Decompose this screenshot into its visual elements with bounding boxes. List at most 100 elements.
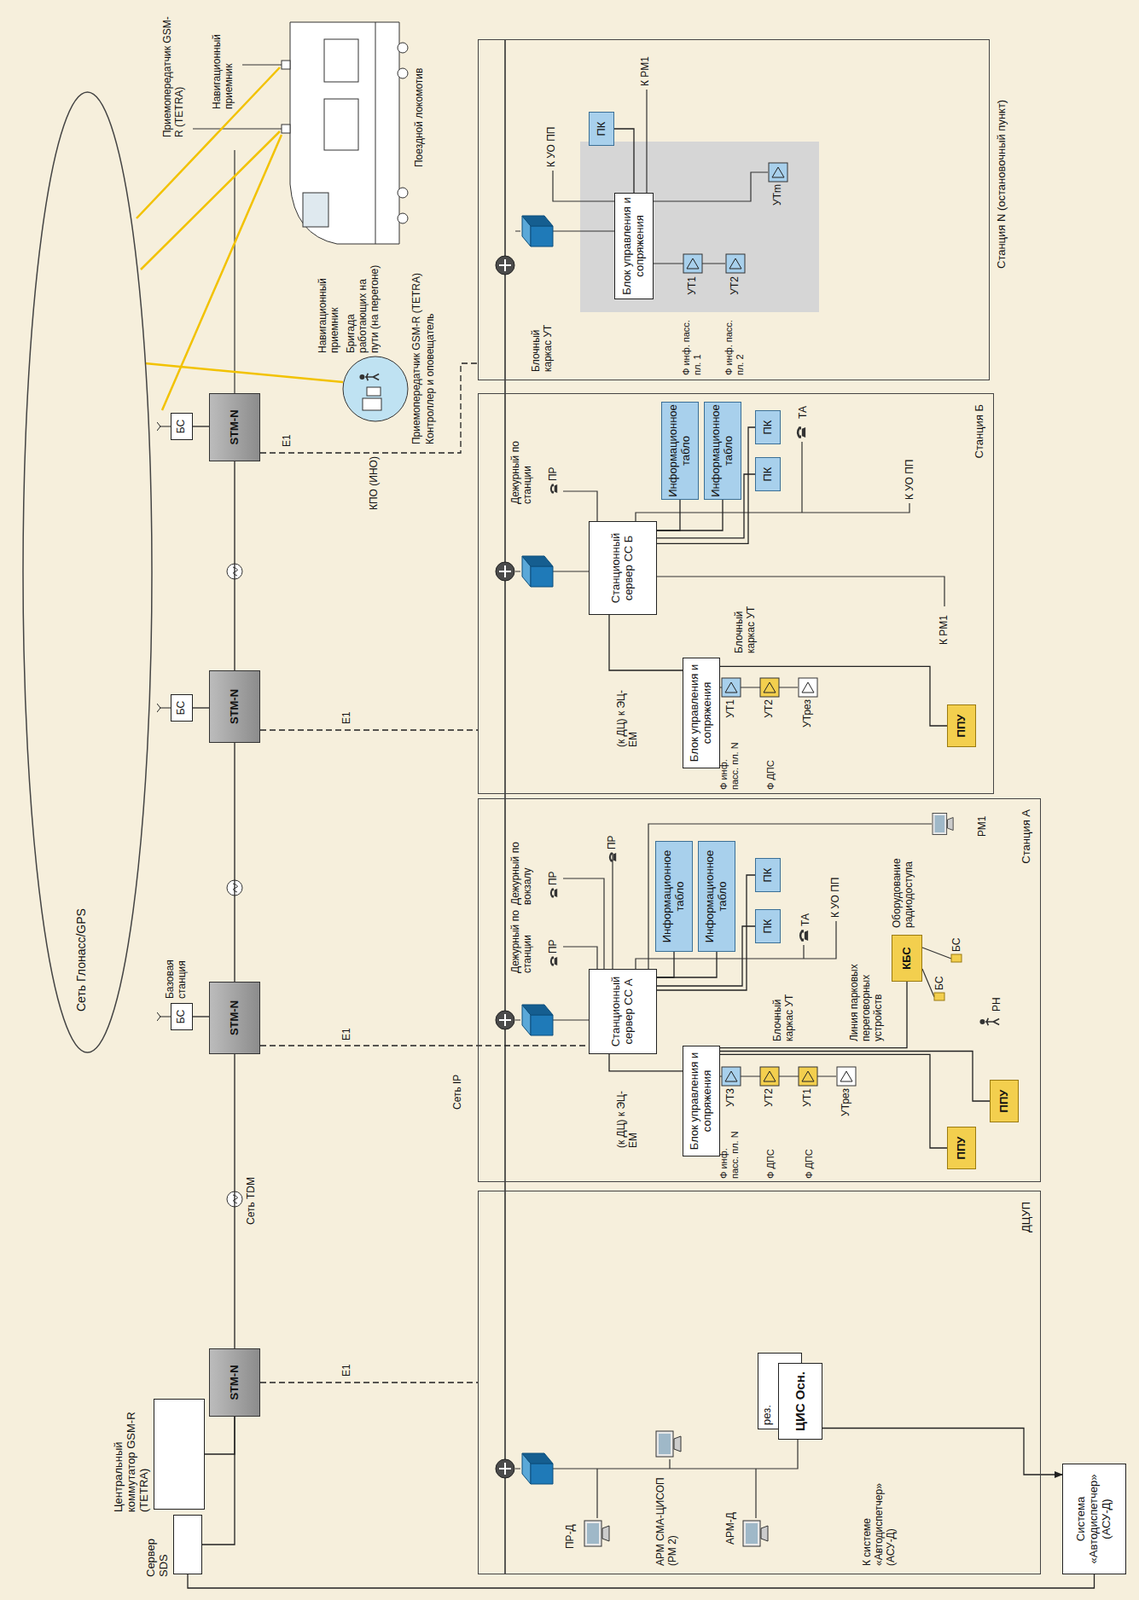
node-text: Станция Б bbox=[973, 404, 987, 460]
amplifier-unit bbox=[760, 1067, 779, 1087]
node-text: ППУ bbox=[955, 1137, 969, 1161]
node-text: Станционный сервер СС Б bbox=[610, 525, 636, 611]
connector bbox=[609, 615, 683, 671]
display-box: Информационное табло bbox=[655, 841, 693, 953]
text-label: БС bbox=[951, 938, 964, 953]
text-label: АРМ-Д bbox=[725, 1512, 738, 1546]
text-label: Сеть IP bbox=[452, 1075, 465, 1110]
node-text: ППУ bbox=[955, 714, 969, 739]
equipment-box: Станционный сервер СС А bbox=[588, 969, 657, 1055]
text-label: ПР bbox=[547, 939, 560, 954]
station-frame: Станция Б Станционный сервер СС Б Информац… bbox=[477, 393, 994, 795]
ellipse-outline bbox=[23, 92, 152, 1053]
computer-icon bbox=[932, 813, 954, 836]
display-box: ПК bbox=[755, 457, 781, 492]
text-label: Линия парковых переговорных устройств bbox=[848, 935, 884, 1042]
locomotive bbox=[324, 39, 359, 82]
connector bbox=[192, 1016, 210, 1017]
text-label: E1 bbox=[341, 711, 354, 725]
phone-icon bbox=[796, 426, 806, 439]
locomotive bbox=[281, 22, 408, 245]
text-label: Ф инф. пасс. пл. 1 bbox=[680, 313, 703, 376]
amplifier-unit bbox=[768, 162, 788, 182]
computer-icon bbox=[584, 813, 954, 1548]
base-station: БС bbox=[170, 412, 193, 441]
text-label: РН bbox=[991, 997, 1004, 1012]
wire bbox=[552, 1440, 798, 1519]
antenna bbox=[156, 1012, 171, 1022]
connector bbox=[720, 1054, 948, 1149]
stm-multiplexer: STM-N bbox=[209, 1348, 261, 1418]
text-label: УТрез bbox=[801, 699, 814, 734]
node-text: Центральный коммутатор GSM-R (TETRA) bbox=[112, 1401, 152, 1513]
text-label: Блочный каркас УТ bbox=[733, 585, 758, 654]
phone-icon bbox=[799, 929, 808, 942]
text-label: ПР bbox=[547, 466, 560, 482]
text-label: УТ1 bbox=[686, 276, 699, 311]
node-text: БС bbox=[175, 419, 188, 434]
node-text: ПК bbox=[761, 467, 775, 483]
router-icon bbox=[495, 1011, 515, 1030]
radio-unit bbox=[934, 954, 962, 1001]
text-label: К системе «Автодиспетчер» (АСУ-Д) bbox=[861, 1472, 897, 1567]
person-icon bbox=[979, 1018, 1000, 1027]
base-station: БС bbox=[170, 1003, 193, 1031]
antenna bbox=[156, 703, 171, 713]
locomotive bbox=[397, 187, 408, 198]
text-label: УТ2 bbox=[729, 276, 742, 311]
locomotive bbox=[281, 60, 291, 70]
kpo-circle bbox=[342, 356, 408, 422]
text-label: К УО ПП bbox=[830, 877, 843, 919]
connector bbox=[656, 952, 717, 978]
wire bbox=[192, 39, 952, 1575]
text-label: УТ1 bbox=[725, 699, 738, 734]
wire bbox=[233, 150, 235, 394]
text-label: ТА bbox=[797, 406, 810, 419]
node-text: ПК bbox=[761, 919, 775, 935]
text-label: Базовая станция bbox=[164, 930, 189, 1000]
rack-ground bbox=[580, 141, 820, 313]
switch-icon bbox=[522, 556, 553, 587]
locomotive bbox=[397, 68, 408, 79]
router-icon bbox=[495, 1459, 515, 1479]
text-label: УТ1 bbox=[801, 1088, 814, 1123]
equipment-box: Сервер SDS bbox=[173, 1515, 203, 1575]
antenna bbox=[156, 422, 171, 431]
stm-multiplexer: STM-N bbox=[209, 393, 261, 462]
switch-icon bbox=[522, 215, 553, 247]
computer-icon bbox=[743, 1521, 768, 1547]
text-label: БС bbox=[934, 976, 947, 991]
display-box: Информационное табло bbox=[697, 841, 736, 953]
node-text: Информационное табло bbox=[703, 845, 730, 948]
amplifier-unit bbox=[683, 162, 856, 1087]
text-label: УТ2 bbox=[763, 1088, 776, 1123]
text-label: Навигационный приемник bbox=[317, 267, 342, 354]
station-frame: ДЦУПрез.ЦИС Осн. bbox=[477, 1191, 1041, 1575]
connector bbox=[614, 128, 634, 193]
display-box: Информационное табло bbox=[703, 401, 742, 500]
locomotive bbox=[324, 98, 359, 151]
text-label: (к ДЦ) к ЭЦ-ЕМ bbox=[615, 1080, 640, 1149]
connector bbox=[192, 707, 210, 709]
connector bbox=[656, 499, 680, 531]
connector bbox=[720, 1051, 990, 1103]
text-label: ПР bbox=[547, 871, 560, 886]
text-label: Ф инф. пасс. пл. N bbox=[718, 735, 740, 791]
locomotive bbox=[281, 124, 291, 134]
text-label: E1 bbox=[341, 1364, 354, 1378]
base-station: БС bbox=[170, 694, 193, 722]
display-box: Информационное табло bbox=[661, 401, 699, 500]
node-text: рез. bbox=[761, 1405, 774, 1426]
connector bbox=[204, 1417, 235, 1455]
text-label: E1 bbox=[281, 434, 294, 448]
text-label: УТ3 bbox=[725, 1088, 738, 1123]
radio-unit bbox=[951, 954, 962, 963]
text-label: Блочный каркас УТ bbox=[772, 973, 797, 1042]
node-text: БС bbox=[175, 701, 188, 715]
switch-icon bbox=[522, 1453, 553, 1485]
wire bbox=[922, 947, 952, 998]
node-text: STM-N bbox=[228, 409, 242, 445]
node-text: Сервер SDS bbox=[145, 1517, 171, 1578]
node-text: Система «Автодиспетчер» (АСУ-Д) bbox=[1075, 1468, 1114, 1571]
node-text: Станционный сервер СС А bbox=[610, 973, 636, 1051]
